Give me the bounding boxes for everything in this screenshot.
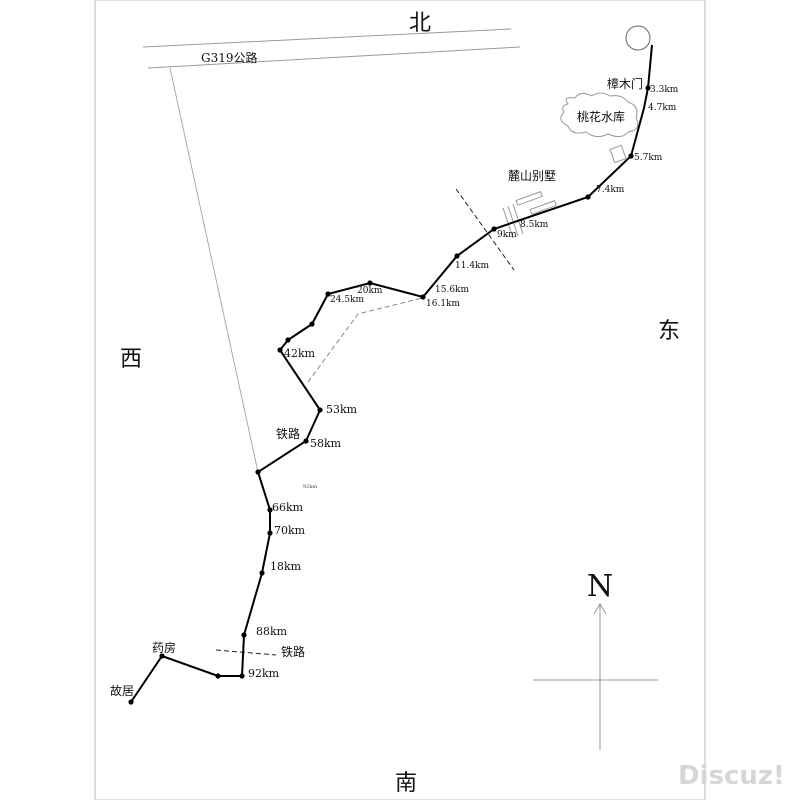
distance-label: 42km xyxy=(284,347,316,360)
compass-label: N xyxy=(587,569,613,604)
distance-label: 53km xyxy=(326,403,358,416)
direction-east: 东 xyxy=(658,319,680,344)
highway-line-lower xyxy=(147,46,521,69)
distance-label: 3.3km xyxy=(650,85,679,95)
start-circle xyxy=(625,25,651,51)
main-route xyxy=(130,44,653,703)
place-taohua-reservoir: 桃花水库 xyxy=(577,109,625,124)
distance-label: 24.5km xyxy=(330,295,364,305)
direction-north: 北 xyxy=(409,11,431,36)
distance-label: 20km xyxy=(357,286,383,296)
distance-label: 9km xyxy=(497,230,517,240)
villa-hatch xyxy=(502,207,514,239)
direction-south: 南 xyxy=(395,771,417,796)
dashed-connector xyxy=(307,297,423,383)
watermark-logo: Discuz! xyxy=(678,761,785,791)
distance-label: 70km xyxy=(274,524,306,537)
place-railway-lower: 铁路 xyxy=(281,644,305,659)
building-rect xyxy=(515,191,543,206)
distance-label: 15.6km xyxy=(435,285,469,295)
page-frame xyxy=(94,0,706,800)
place-railway-upper: 铁路 xyxy=(276,426,300,441)
reservoir-shape xyxy=(560,92,639,138)
route-nodes xyxy=(128,85,651,705)
place-lushan-villa: 麓山别墅 xyxy=(508,169,556,183)
distance-label: 16.1km xyxy=(426,299,460,309)
highway-line-upper xyxy=(142,28,512,48)
distance-label: 92km xyxy=(248,667,280,680)
building-rect xyxy=(609,144,627,164)
distance-label-tiny: 92km xyxy=(303,484,317,490)
distance-label: 4.7km xyxy=(648,103,677,113)
place-zhangmumen: 樟木门 xyxy=(607,76,643,91)
distance-label: 8.5km xyxy=(520,220,549,230)
distance-label: 11.4km xyxy=(455,261,489,271)
distance-label: 66km xyxy=(272,501,304,514)
distance-label: 5.7km xyxy=(634,153,663,163)
building-rect xyxy=(529,200,557,215)
railway-dashed-lower xyxy=(215,649,277,656)
place-former-residence: 故居 xyxy=(110,683,134,698)
distance-label: 58km xyxy=(310,437,342,450)
place-pharmacy: 药房 xyxy=(152,640,176,655)
highway-label: G319公路 xyxy=(201,50,258,65)
distance-label: 18km xyxy=(270,560,302,573)
direction-west: 西 xyxy=(120,347,142,372)
distance-label: 88km xyxy=(256,625,288,638)
north-arrow-icon xyxy=(593,603,607,615)
railway-dashed-upper xyxy=(455,188,515,271)
villa-hatch xyxy=(512,203,524,235)
compass: N xyxy=(533,569,658,750)
grey-road xyxy=(169,67,259,473)
villa-hatch xyxy=(507,205,519,237)
distance-label: 7.4km xyxy=(596,185,625,195)
